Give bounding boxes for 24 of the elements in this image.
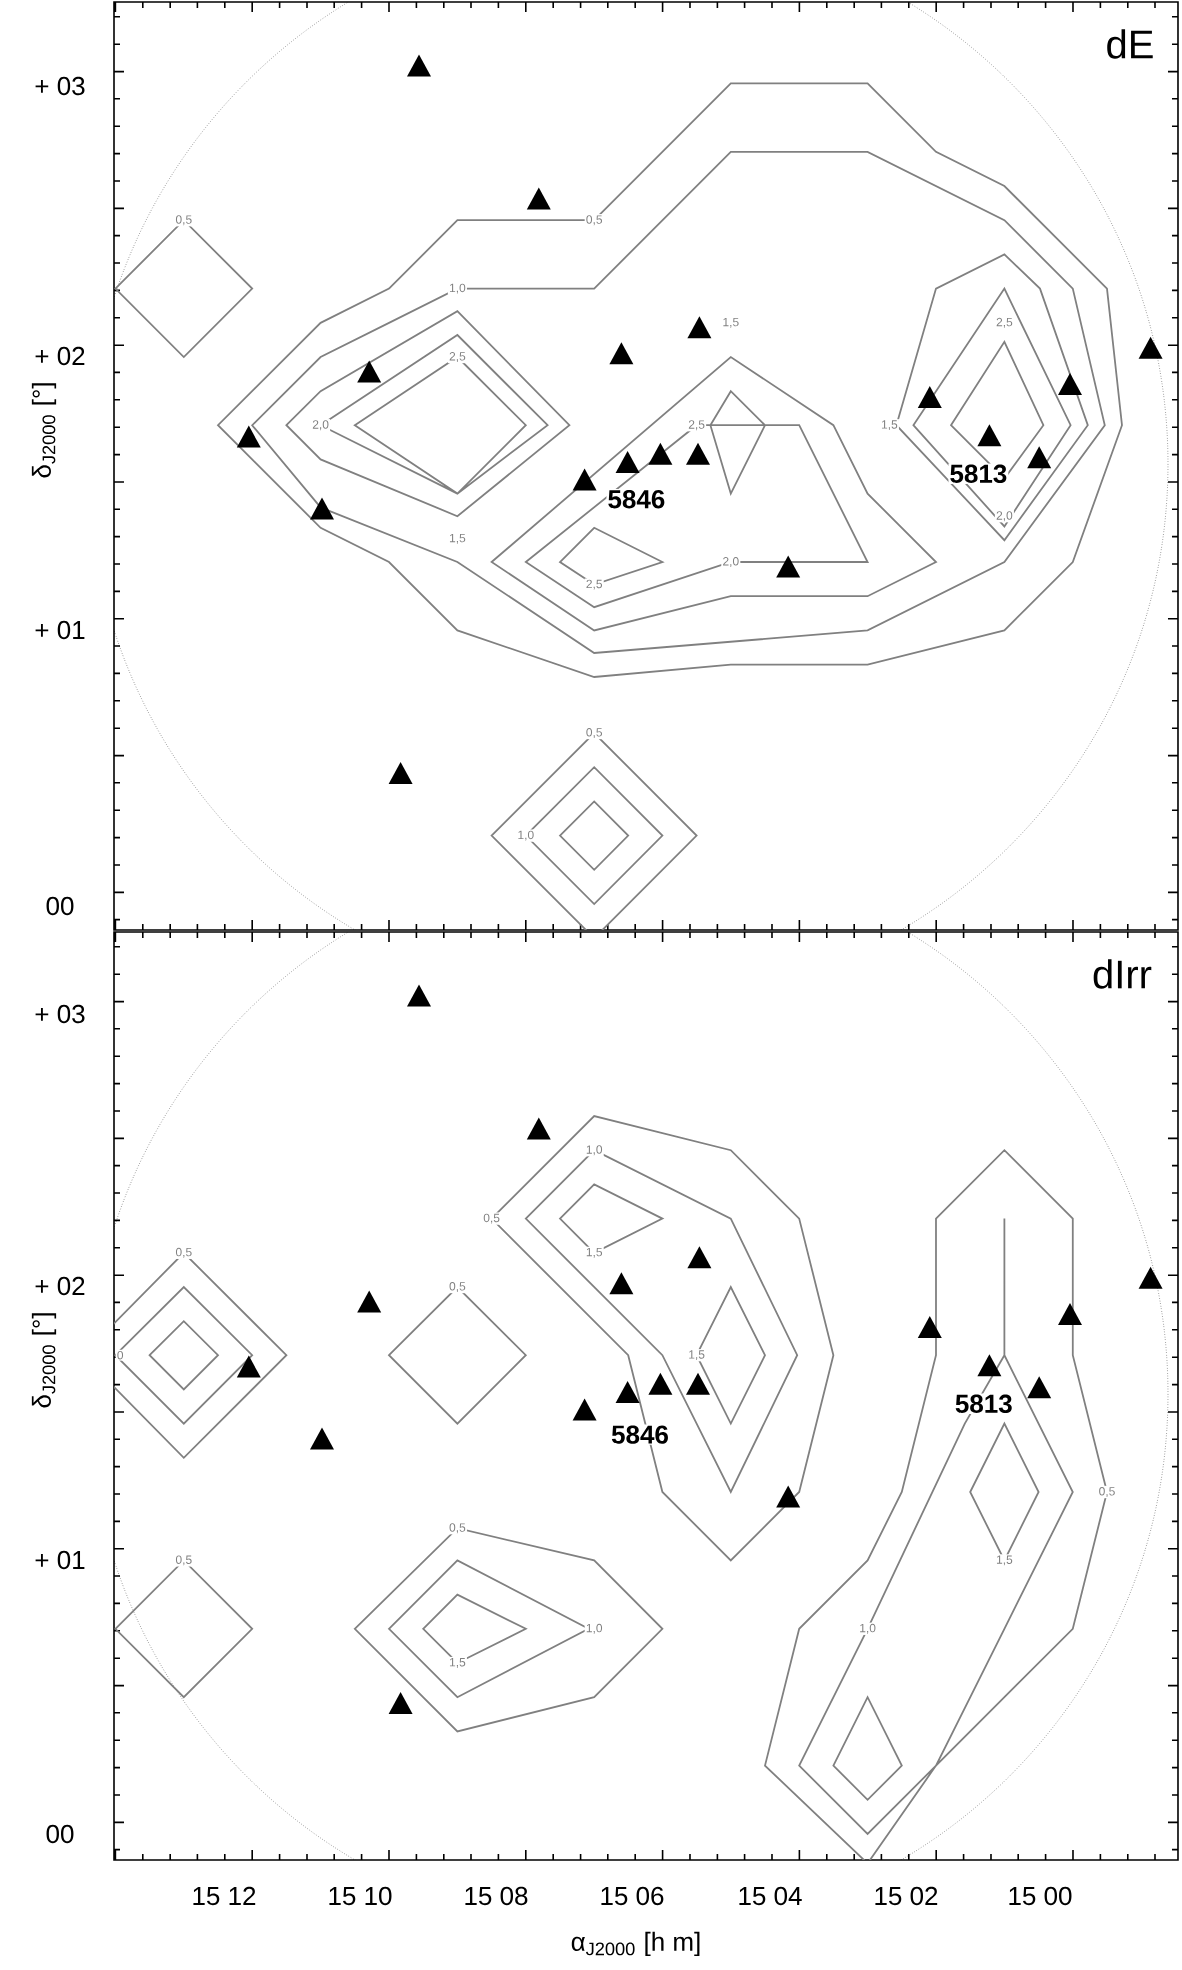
galaxy-label: 5813 <box>953 1393 1014 1415</box>
tick-label: 00 <box>46 896 74 916</box>
tick-label: 15 02 <box>875 1886 938 1906</box>
panel-title: dE <box>1107 29 1153 59</box>
galaxy-label: 5846 <box>610 1424 670 1445</box>
tick-label: 15 10 <box>329 1886 392 1906</box>
tick-label: + 03 <box>35 76 85 96</box>
galaxy-label: 5846 <box>606 489 667 510</box>
axis-title: α$_{J2000}$ [h m] <box>571 1931 700 1957</box>
panel-title: dIrr <box>1093 959 1152 989</box>
galaxy-label: 5813 <box>948 463 1009 485</box>
tick-label: 15 12 <box>193 1886 256 1906</box>
tick-label: + 03 <box>35 1004 85 1024</box>
tick-label: 15 06 <box>601 1886 664 1906</box>
tick-label: + 02 <box>35 346 85 366</box>
tick-label: 15 00 <box>1009 1886 1072 1906</box>
tick-label: + 01 <box>35 1550 85 1570</box>
tick-label: + 01 <box>35 620 85 640</box>
axis-title: δ$_{J2000}$ [°] <box>31 383 57 478</box>
tick-label: 15 04 <box>739 1886 802 1906</box>
tick-label: + 02 <box>35 1276 85 1296</box>
tick-label: 15 08 <box>465 1886 528 1906</box>
axis-title: δ$_{J2000}$ [°] <box>31 1313 57 1408</box>
tick-label: 00 <box>46 1824 74 1844</box>
